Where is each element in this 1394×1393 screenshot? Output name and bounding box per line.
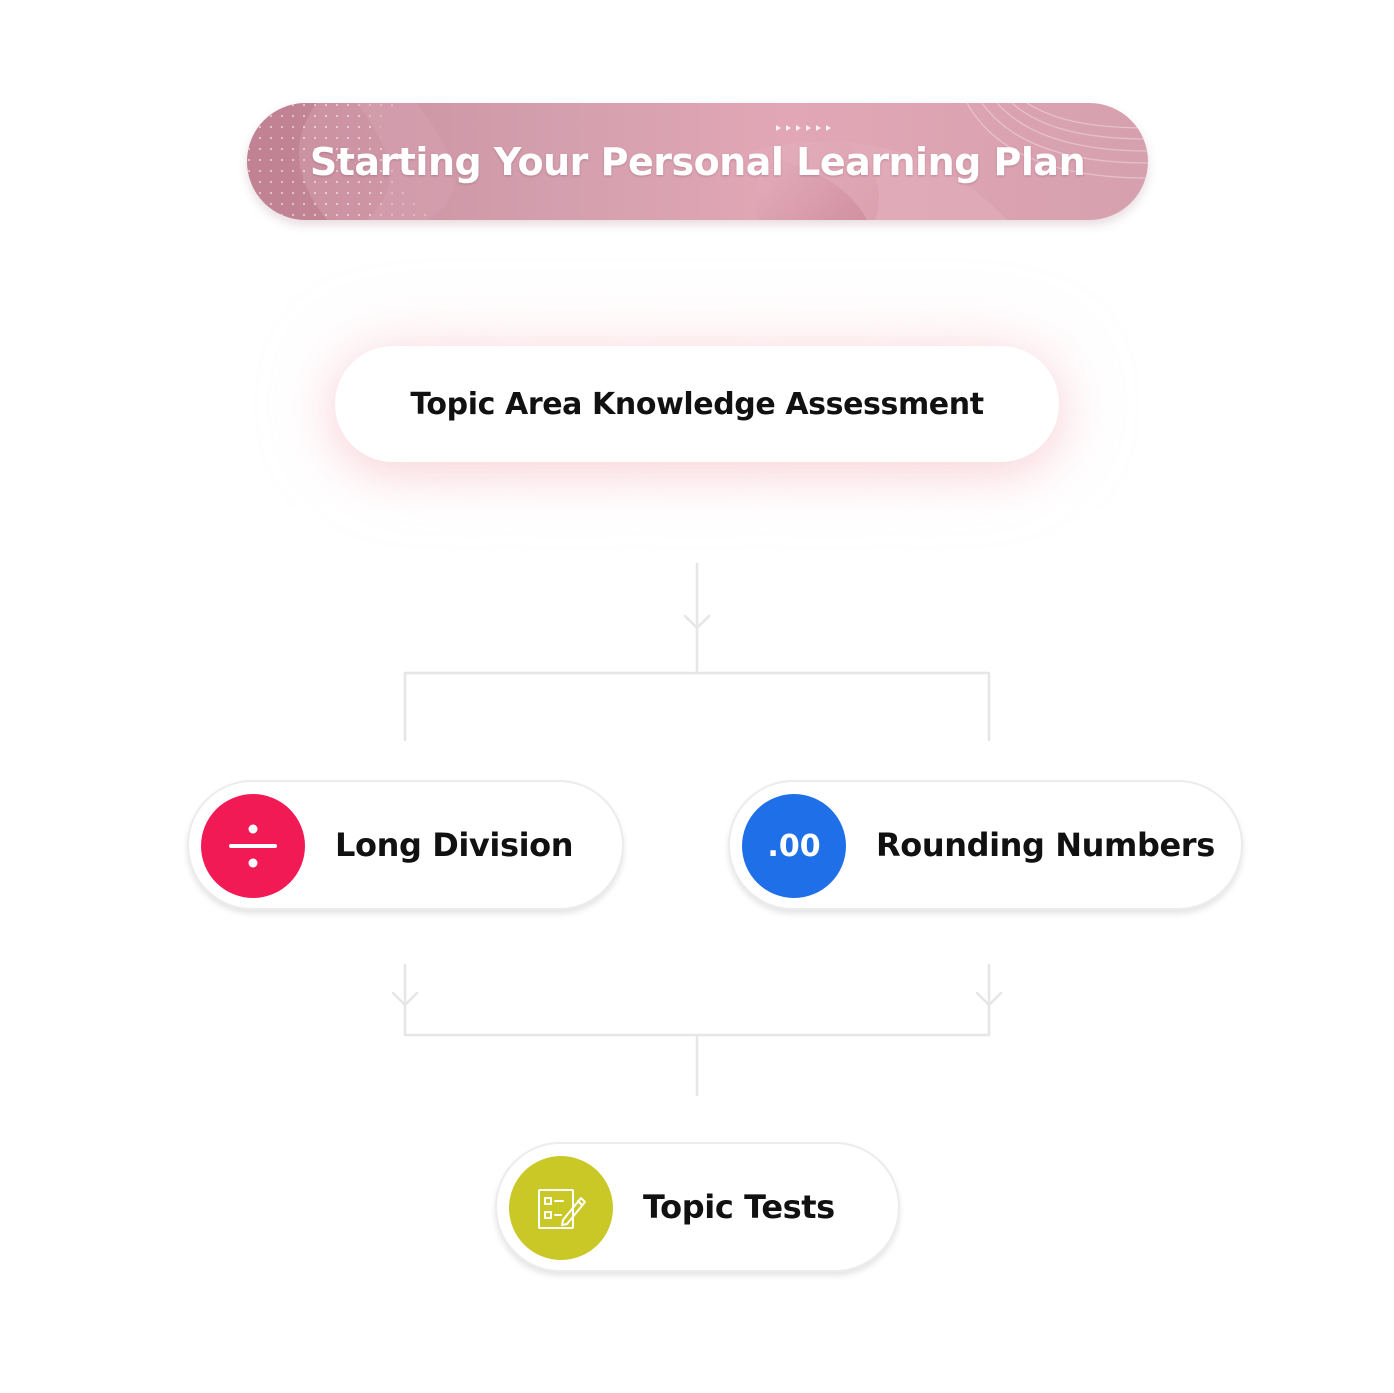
arrow-long-down: [391, 991, 419, 1007]
checklist-edit-icon: [509, 1156, 613, 1260]
banner-title: Starting Your Personal Learning Plan: [309, 139, 1086, 184]
topic-tests[interactable]: Topic Tests: [495, 1142, 900, 1272]
connector-split: [403, 671, 991, 742]
decimal-icon: .00: [742, 794, 846, 898]
banner-decoration: [247, 103, 1148, 220]
assessment-label: Topic Area Knowledge Assessment: [410, 386, 984, 422]
arrow-round-down: [975, 991, 1003, 1007]
decimal-icon-text: .00: [767, 828, 821, 864]
topic-label: Long Division: [335, 826, 574, 864]
divide-icon: [201, 794, 305, 898]
topic-long-division[interactable]: Long Division: [187, 780, 624, 910]
arrow-assessment-down: [683, 614, 711, 630]
topic-label: Rounding Numbers: [876, 826, 1215, 864]
topic-label: Topic Tests: [643, 1188, 835, 1226]
assessment-card[interactable]: Topic Area Knowledge Assessment: [335, 346, 1059, 462]
plan-banner: Starting Your Personal Learning Plan: [247, 103, 1148, 220]
topic-rounding-numbers[interactable]: .00 Rounding Numbers: [728, 780, 1243, 910]
